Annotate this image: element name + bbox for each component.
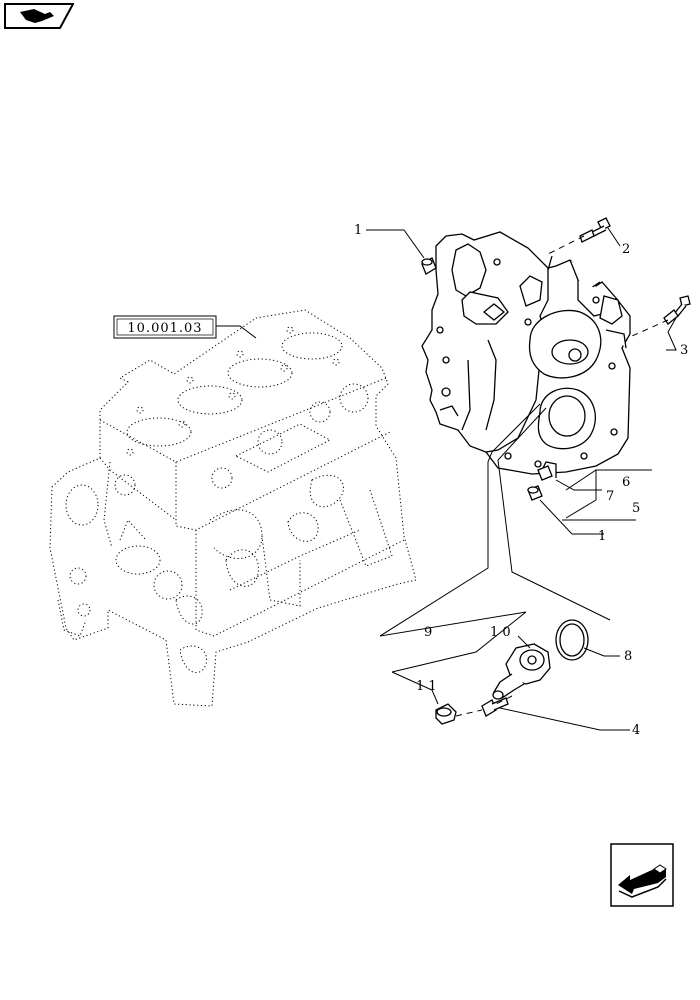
callout-9[interactable]: 9 (424, 625, 432, 640)
callout-5[interactable]: 5 (632, 501, 640, 516)
callout-1-lower[interactable]: 1 (598, 529, 606, 544)
assembly-line-bolt-3 (631, 319, 669, 337)
callout-10[interactable]: 1 0 (490, 625, 511, 640)
callout-8[interactable]: 8 (624, 649, 632, 664)
callout-2[interactable]: 2 (622, 242, 630, 257)
callout-3[interactable]: 3 (680, 343, 688, 358)
plug-part-7 (537, 465, 553, 481)
plug-part-upper (421, 257, 437, 275)
previous-section-arrow-icon (4, 3, 75, 29)
gear-housing-cover-illustration (421, 231, 631, 478)
callout-7[interactable]: 7 (606, 489, 614, 504)
leader-lines (216, 227, 677, 731)
callout-1-upper[interactable]: 1 (354, 223, 362, 238)
return-button[interactable] (610, 843, 674, 907)
bolt-part-2 (579, 217, 611, 243)
reference-label-box[interactable]: 10.001.03 (113, 315, 217, 339)
sensor-housing-part-10 (492, 643, 551, 700)
bolt-part-4 (481, 697, 509, 717)
assembly-line-part-10 (495, 695, 513, 705)
o-ring-part-8 (555, 619, 589, 661)
plug-part-lower (527, 485, 543, 501)
return-arrow-icon (610, 843, 674, 907)
reference-label: 10.001.03 (127, 321, 202, 336)
assembly-line-part-11 (455, 709, 483, 717)
assembly-line-bolt-2 (547, 235, 585, 255)
callout-11[interactable]: 1 1 (416, 679, 437, 694)
callout-4[interactable]: 4 (632, 723, 640, 738)
previous-page-button[interactable] (4, 3, 75, 29)
plug-part-11 (435, 703, 457, 725)
callout-6[interactable]: 6 (622, 475, 630, 490)
engine-block-illustration (49, 309, 417, 707)
